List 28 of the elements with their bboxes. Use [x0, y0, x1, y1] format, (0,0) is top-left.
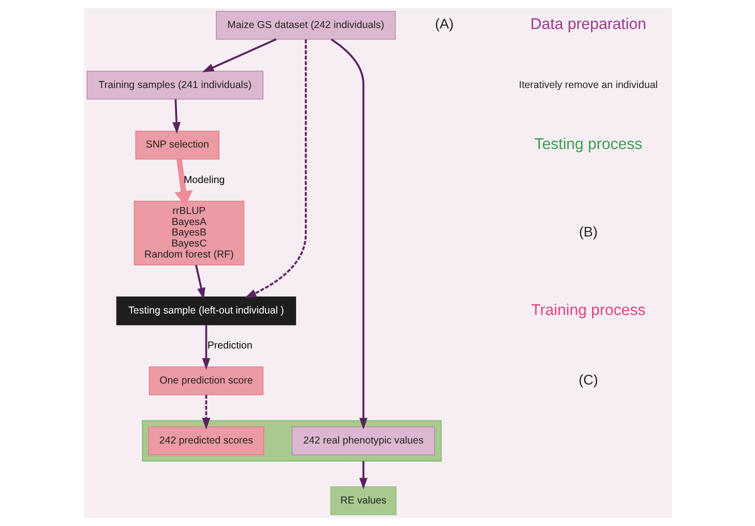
node-box: rrBLUP BayesA BayesB BayesC Random forest (RF)	[133, 200, 244, 266]
label: Data preparation	[530, 16, 646, 34]
arrow	[358, 461, 367, 490]
arrow	[244, 39, 306, 298]
arrow	[202, 38, 276, 72]
edge-label: Modeling	[183, 174, 224, 186]
node-box: 242 predicted scores	[148, 426, 264, 456]
node-box: Training samples (241 individuals)	[86, 70, 263, 100]
arrow	[194, 264, 205, 300]
node-box: RE values	[330, 486, 396, 516]
label: (A)	[434, 16, 454, 32]
label: Training process	[530, 302, 646, 319]
edge-label: Prediction	[206, 340, 252, 352]
node-box: 242 real phenotypic values	[291, 426, 434, 456]
label: Iteratively remove an individual	[518, 80, 658, 91]
label: Testing process	[534, 136, 642, 153]
arrow	[330, 38, 367, 430]
arrow	[202, 394, 210, 430]
cluster	[141, 420, 442, 462]
node-box: Maize GS dataset (242 individuals)	[215, 10, 396, 40]
arrow	[172, 99, 180, 134]
label: (C)	[578, 371, 598, 388]
node-box: Testing sample (left-out individual )	[116, 296, 296, 326]
arrow	[202, 325, 210, 370]
node-box: One prediction score	[148, 366, 263, 396]
arrow	[174, 159, 192, 206]
label: (B)	[578, 223, 598, 240]
node-box: SNP selection	[134, 130, 219, 160]
